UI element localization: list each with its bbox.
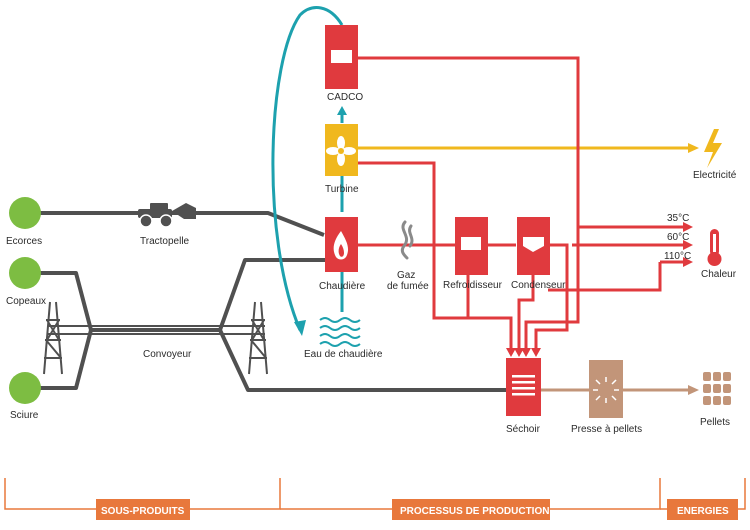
condenseur-unit: Condenseur bbox=[511, 217, 566, 291]
chaleur-output: 35°C 60°C 110°C Chaleur bbox=[664, 213, 737, 280]
pellets-label: Pellets bbox=[700, 417, 730, 428]
source-ecorces: Ecorces bbox=[6, 197, 42, 247]
chaudiere-unit: Chaudière bbox=[319, 217, 366, 292]
ecorces-to-chaudiere-line bbox=[40, 211, 325, 237]
ecorces-circle bbox=[9, 197, 41, 229]
cadco-unit: CADCO bbox=[325, 25, 363, 103]
convoyeur: Convoyeur bbox=[43, 301, 268, 375]
energies-label: ENERGIES bbox=[677, 506, 729, 517]
water-waves-icon bbox=[319, 317, 361, 347]
lightning-icon bbox=[704, 129, 722, 168]
smoke-icon bbox=[400, 220, 414, 260]
cadco-window-icon bbox=[331, 50, 352, 63]
condenseur-out-line bbox=[534, 243, 569, 350]
sechoir-to-chaleur-line bbox=[548, 262, 662, 292]
gaz-label-line1: Gaz bbox=[397, 270, 415, 281]
presse-box bbox=[589, 360, 623, 418]
turbine-label: Turbine bbox=[325, 184, 359, 195]
ecorces-label: Ecorces bbox=[6, 236, 42, 247]
pellets-output: Pellets bbox=[700, 372, 731, 428]
convoyeur-to-sechoir-line bbox=[218, 329, 506, 392]
tractopelle: Tractopelle bbox=[138, 203, 196, 247]
loader-icon bbox=[138, 203, 196, 228]
bottom-category-bar: SOUS-PRODUITS PROCESSUS DE PRODUCTION EN… bbox=[4, 478, 746, 520]
boiler-water-loop bbox=[271, 6, 347, 336]
sechoir-label: Séchoir bbox=[506, 424, 541, 435]
processus-label: PROCESSUS DE PRODUCTION bbox=[400, 506, 549, 517]
copeaux-circle bbox=[9, 257, 41, 289]
sciure-flow-line bbox=[40, 329, 93, 390]
chaleur-label: Chaleur bbox=[701, 269, 737, 280]
condenseur-down bbox=[517, 275, 535, 350]
energies-tag: ENERGIES bbox=[667, 499, 738, 520]
conveyor-icon bbox=[43, 301, 268, 375]
presse-unit: Presse à pellets bbox=[571, 360, 642, 435]
heat-arrowheads bbox=[506, 222, 693, 357]
electricite-output: Electricité bbox=[693, 129, 737, 181]
biomass-flow-lines bbox=[40, 211, 506, 392]
press-sunburst-icon bbox=[593, 377, 619, 403]
flame-icon bbox=[333, 231, 349, 260]
temp-35-label: 35°C bbox=[667, 213, 689, 224]
cadco-heat-line bbox=[358, 56, 580, 350]
copeaux-label: Copeaux bbox=[6, 296, 46, 307]
turbine-unit: Turbine bbox=[325, 124, 359, 195]
condenseur-icon bbox=[523, 237, 544, 252]
thermometer-icon bbox=[707, 229, 722, 266]
gaz-de-fumee: Gaz de fumée bbox=[387, 220, 429, 292]
sechoir-unit: Séchoir bbox=[506, 358, 541, 435]
sciure-label: Sciure bbox=[10, 410, 39, 421]
chaudiere-label: Chaudière bbox=[319, 281, 366, 292]
copeaux-flow-line bbox=[40, 258, 326, 332]
refroidisseur-unit: Refroidisseur bbox=[443, 217, 503, 291]
processus-tag: PROCESSUS DE PRODUCTION bbox=[392, 499, 550, 520]
pellets-icon bbox=[703, 372, 731, 405]
electricite-label: Electricité bbox=[693, 170, 737, 181]
fan-icon bbox=[326, 136, 356, 166]
eau-chaudiere: Eau de chaudière bbox=[304, 317, 383, 360]
eau-chaudiere-label: Eau de chaudière bbox=[304, 349, 383, 360]
heat-flow-lines bbox=[358, 56, 684, 350]
cadco-label: CADCO bbox=[327, 92, 363, 103]
sciure-circle bbox=[9, 372, 41, 404]
gaz-label-line2: de fumée bbox=[387, 281, 429, 292]
dryer-slats-icon bbox=[512, 375, 535, 396]
bracket-lines bbox=[4, 478, 746, 510]
refroidisseur-icon bbox=[461, 237, 481, 250]
electricity-flow-line bbox=[358, 143, 699, 153]
temp-110-label: 110°C bbox=[664, 251, 691, 262]
sous-produits-tag: SOUS-PRODUITS bbox=[96, 499, 190, 520]
temp-60-label: 60°C bbox=[667, 232, 689, 243]
sous-produits-label: SOUS-PRODUITS bbox=[101, 506, 185, 517]
source-copeaux: Copeaux bbox=[6, 257, 46, 307]
condenseur-label: Condenseur bbox=[511, 280, 566, 291]
presse-label: Presse à pellets bbox=[571, 424, 642, 435]
refroidisseur-label: Refroidisseur bbox=[443, 280, 503, 291]
convoyeur-label: Convoyeur bbox=[143, 349, 192, 360]
source-sciure: Sciure bbox=[9, 372, 41, 421]
tractopelle-label: Tractopelle bbox=[140, 236, 190, 247]
turbine-heat-line bbox=[358, 161, 513, 350]
